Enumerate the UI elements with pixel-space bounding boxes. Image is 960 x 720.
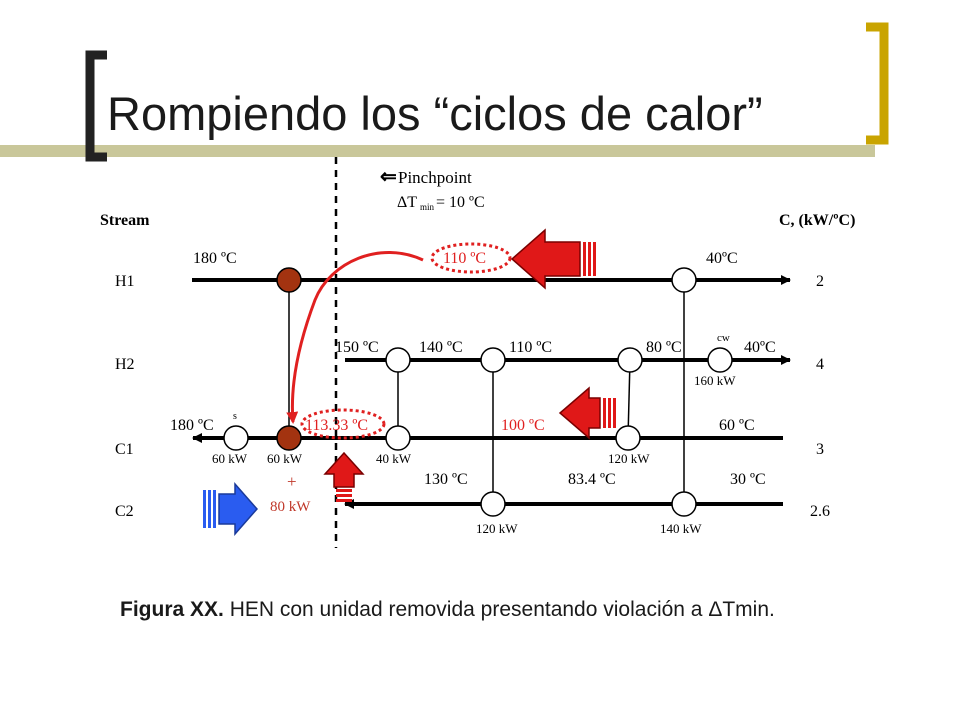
- temp-h2-d: 80 ºC: [646, 339, 682, 356]
- temp-h1-out: 40ºC: [706, 250, 738, 267]
- stream-name-c2: C2: [115, 503, 134, 520]
- temp-c1-in: 60 ºC: [719, 417, 755, 434]
- highlight-110: [430, 242, 512, 274]
- cooler-cw: [707, 347, 733, 373]
- duty-cw: 160 kW: [694, 373, 736, 388]
- steam-label: s: [233, 411, 237, 422]
- cw-label: cw: [717, 332, 730, 344]
- caption-bold: Figura XX.: [120, 598, 224, 621]
- caption-text: HEN con unidad removida presentando viol…: [223, 598, 709, 621]
- heater-steam: [223, 425, 249, 451]
- exchanger-h1-removed: [276, 267, 302, 293]
- stream-name-c1: C1: [115, 441, 134, 458]
- duty-ex1: 60 kW: [267, 451, 303, 466]
- exchanger-c2-2: [671, 491, 697, 517]
- highlight-113: [300, 408, 386, 440]
- exchanger-c1-removed: [276, 425, 302, 451]
- stream-cp-c2: 2.6: [810, 503, 830, 520]
- temp-c2-in: 30 ºC: [730, 471, 766, 488]
- header-stream: Stream: [100, 212, 150, 229]
- caption-delta-symbol: Δ: [708, 598, 723, 621]
- exchanger-h2-3: [617, 347, 643, 373]
- temp-h2-c: 110 ºC: [509, 339, 552, 356]
- title-bracket-left: [85, 50, 107, 162]
- duty-steam: 60 kW: [212, 451, 248, 466]
- duty-ex2: 40 kW: [376, 451, 412, 466]
- exchanger-c2-1: [480, 491, 506, 517]
- temp-h1-mid: 110 ºC: [443, 250, 486, 267]
- header-cp: C, (kW/ºC): [779, 212, 855, 229]
- pinch-label: Pinchpoint: [398, 168, 472, 187]
- exchanger-h2-2: [480, 347, 506, 373]
- temp-c2-b: 83.4 ºC: [568, 471, 616, 488]
- duty-c2-ex1: 120 kW: [476, 521, 518, 536]
- violation-arrow: [286, 250, 424, 424]
- added-plus: +: [287, 472, 297, 491]
- exchanger-c1-2: [385, 425, 411, 451]
- slide-title: Rompiendo los “ciclos de calor”: [107, 87, 763, 140]
- red-arrow-c1: [558, 386, 616, 440]
- dtmin-sub: min: [420, 202, 435, 212]
- stream-cp-h1: 2: [816, 273, 824, 290]
- red-arrow-h1: [510, 228, 596, 290]
- red-arrow-up: [323, 451, 365, 502]
- temp-h2-out: 40ºC: [744, 339, 776, 356]
- temp-h1-in: 180 ºC: [193, 250, 237, 267]
- stream-name-h2: H2: [115, 356, 135, 373]
- exchanger-h2-1: [385, 347, 411, 373]
- temp-c2-a: 130 ºC: [424, 471, 468, 488]
- match-line-4: [627, 359, 631, 439]
- temp-h2-a: 150 ºC: [335, 339, 379, 356]
- duty-ex3: 120 kW: [608, 451, 650, 466]
- temp-c1-out: 180 ºC: [170, 417, 214, 434]
- temp-c1-mid1: 113.33 ºC: [305, 417, 368, 434]
- figure-caption: Figura XX. HEN con unidad removida prese…: [120, 598, 775, 622]
- added-duty: 80 kW: [270, 499, 311, 515]
- stream-cp-c1: 3: [816, 441, 824, 458]
- caption-end: Tmin.: [722, 598, 775, 621]
- exchanger-h1: [671, 267, 697, 293]
- title-bracket-right: [866, 22, 889, 145]
- dtmin-delta: ΔT: [397, 194, 417, 211]
- exchanger-c1-3: [615, 425, 641, 451]
- blue-arrow: [203, 482, 258, 536]
- stream-name-h1: H1: [115, 273, 135, 290]
- pinch-arrow-icon: ⇐: [380, 166, 397, 188]
- accent-band: [0, 145, 875, 157]
- temp-h2-b: 140 ºC: [419, 339, 463, 356]
- duty-c2-ex2: 140 kW: [660, 521, 702, 536]
- dtmin-value: = 10 ºC: [436, 194, 485, 211]
- stream-cp-h2: 4: [816, 356, 824, 373]
- temp-c1-mid2: 100 ºC: [501, 417, 545, 434]
